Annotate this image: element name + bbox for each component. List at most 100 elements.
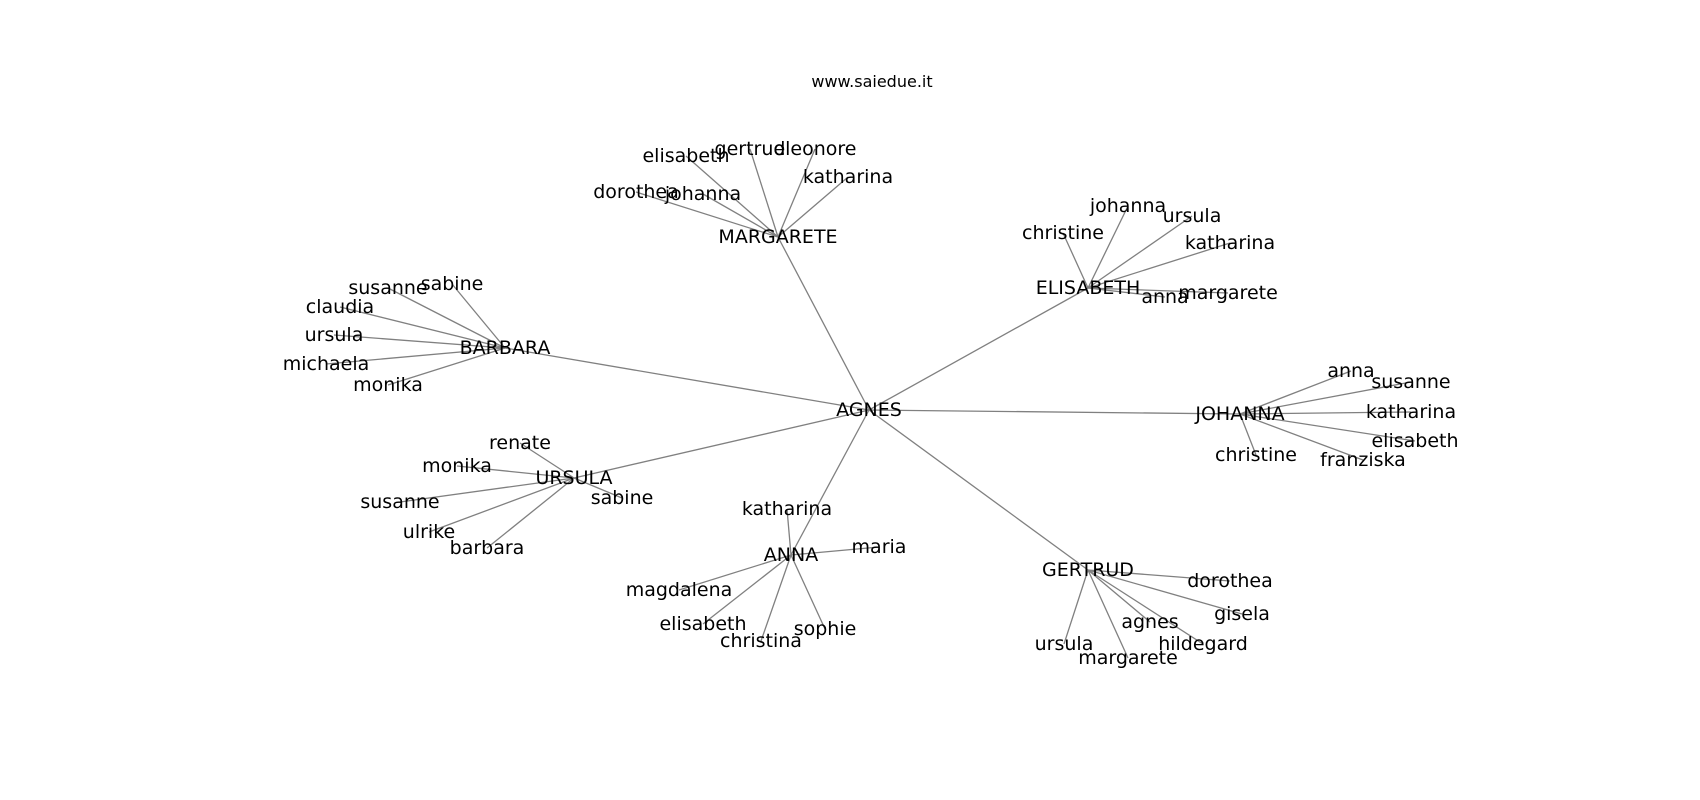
leaf-node-elisabeth-christine: christine: [1022, 222, 1104, 244]
site-caption: www.saiedue.it: [811, 72, 933, 91]
edge-gertrud-dorothea: [1087, 569, 1231, 582]
edge-barbara-monika: [387, 347, 506, 386]
leaf-node-gertrud-margarete: margarete: [1078, 647, 1178, 669]
leaf-node-johanna-christine: christine: [1215, 444, 1297, 466]
leaf-node-gertrud-ursula: ursula: [1035, 633, 1094, 655]
edge-johanna-susanne: [1239, 381, 1412, 415]
edge-gertrud-gisela: [1087, 569, 1243, 615]
leaf-node-gertrud-hildegard: hildegard: [1158, 633, 1248, 655]
leaf-node-gertrud-agnes: agnes: [1121, 611, 1178, 633]
leaf-node-johanna-susanne: susanne: [1371, 371, 1450, 393]
leaf-node-johanna-anna: anna: [1327, 360, 1374, 382]
leaf-node-gertrud-dorothea: dorothea: [1187, 570, 1273, 592]
leaf-node-johanna-katharina: katharina: [1366, 401, 1456, 423]
edge-ursula-susanne: [399, 477, 575, 503]
edge-barbara-ursula: [333, 334, 506, 349]
leaf-node-johanna-franziska: franziska: [1320, 449, 1406, 471]
leaf-node-margarete-johanna: johanna: [664, 183, 741, 205]
edge-johanna-elisabeth: [1239, 413, 1416, 442]
hub-node-margarete: MARGARETE: [718, 226, 837, 248]
edge-anna-elisabeth: [702, 554, 792, 625]
edge-gertrud-agnes: [1087, 569, 1151, 623]
edge-margarete-eleonore: [777, 148, 816, 238]
edge-anna-christina: [760, 554, 792, 642]
edge-ursula-barbara: [486, 477, 575, 549]
edge-margarete-johanna: [702, 193, 779, 238]
hub-node-gertrud: GERTRUD: [1042, 559, 1134, 581]
leaf-node-barbara-claudia: claudia: [306, 296, 374, 318]
edge-root-barbara: [504, 347, 870, 411]
edge-root-elisabeth: [868, 287, 1089, 411]
edge-margarete-katharina: [777, 176, 849, 238]
leaf-node-ursula-barbara: barbara: [450, 537, 525, 559]
leaf-node-ursula-ulrike: ulrike: [403, 521, 455, 543]
leaf-node-johanna-elisabeth: elisabeth: [1371, 430, 1458, 452]
leaf-node-ursula-sabine: sabine: [591, 487, 654, 509]
edge-elisabeth-johanna: [1087, 205, 1129, 289]
edge-anna-katharina: [786, 508, 792, 556]
edge-elisabeth-christine: [1062, 232, 1089, 289]
edge-elisabeth-margarete: [1087, 287, 1229, 294]
hub-node-ursula: URSULA: [535, 467, 612, 489]
leaf-node-barbara-monika: monika: [353, 374, 423, 396]
hub-node-elisabeth: ELISABETH: [1036, 277, 1141, 299]
edge-anna-maria: [790, 546, 880, 556]
leaf-node-elisabeth-margarete: margarete: [1178, 282, 1278, 304]
edge-ursula-ulrike: [428, 477, 575, 533]
edge-ursula-renate: [519, 442, 575, 479]
edge-root-ursula: [573, 409, 870, 479]
leaf-node-ursula-susanne: susanne: [360, 491, 439, 513]
leaf-node-anna-elisabeth: elisabeth: [659, 613, 746, 635]
edge-elisabeth-ursula: [1087, 215, 1193, 289]
hub-node-johanna: JOHANNA: [1194, 403, 1284, 425]
edge-layer: [325, 148, 1416, 659]
edge-elisabeth-anna: [1087, 287, 1166, 298]
leaf-node-barbara-ursula: ursula: [305, 324, 364, 346]
edge-johanna-christine: [1239, 413, 1257, 456]
edge-margarete-dorothea: [635, 191, 779, 238]
leaf-node-barbara-michaela: michaela: [283, 353, 370, 375]
edge-root-margarete: [777, 236, 870, 411]
edge-anna-magdalena: [678, 554, 792, 591]
leaf-node-anna-sophie: sophie: [794, 618, 857, 640]
label-layer: AGNESMARGARETEelisabethgertrudeleonoreka…: [283, 138, 1459, 669]
leaf-node-ursula-monika: monika: [422, 455, 492, 477]
edge-gertrud-margarete: [1087, 569, 1129, 659]
edge-johanna-anna: [1239, 370, 1352, 415]
edge-barbara-michaela: [325, 347, 506, 365]
edge-ursula-sabine: [573, 477, 623, 499]
edge-anna-sophie: [790, 554, 826, 630]
leaf-node-elisabeth-ursula: ursula: [1163, 205, 1222, 227]
edge-root-johanna: [868, 409, 1241, 415]
hub-node-anna: ANNA: [764, 544, 818, 566]
edge-margarete-gertrud: [749, 148, 779, 238]
edge-elisabeth-katharina: [1087, 242, 1231, 289]
edge-margarete-elisabeth: [685, 155, 779, 238]
root-node-label: AGNES: [836, 399, 902, 421]
edge-johanna-franziska: [1239, 413, 1364, 461]
leaf-node-gertrud-gisela: gisela: [1214, 603, 1270, 625]
leaf-node-anna-christina: christina: [720, 630, 802, 652]
leaf-node-margarete-gertrud: gertrud: [715, 138, 786, 160]
edge-gertrud-hildegard: [1087, 569, 1204, 645]
leaf-node-margarete-dorothea: dorothea: [593, 181, 679, 203]
leaf-node-anna-katharina: katharina: [742, 498, 832, 520]
edge-root-anna: [790, 409, 870, 556]
edge-barbara-claudia: [339, 306, 506, 349]
leaf-node-elisabeth-johanna: johanna: [1089, 195, 1166, 217]
leaf-node-barbara-sabine: sabine: [421, 273, 484, 295]
leaf-node-anna-magdalena: magdalena: [626, 579, 733, 601]
leaf-node-margarete-elisabeth: elisabeth: [642, 145, 729, 167]
leaf-node-elisabeth-katharina: katharina: [1185, 232, 1275, 254]
leaf-node-margarete-eleonore: eleonore: [773, 138, 856, 160]
leaf-node-barbara-susanne: susanne: [348, 277, 427, 299]
edge-barbara-susanne: [387, 287, 506, 349]
leaf-node-ursula-renate: renate: [489, 432, 551, 454]
leaf-node-elisabeth-anna: anna: [1141, 286, 1188, 308]
leaf-node-anna-maria: maria: [852, 536, 907, 558]
leaf-node-margarete-katharina: katharina: [803, 166, 893, 188]
edge-root-gertrud: [868, 409, 1089, 571]
edge-barbara-sabine: [451, 283, 506, 349]
edge-ursula-monika: [456, 465, 575, 479]
